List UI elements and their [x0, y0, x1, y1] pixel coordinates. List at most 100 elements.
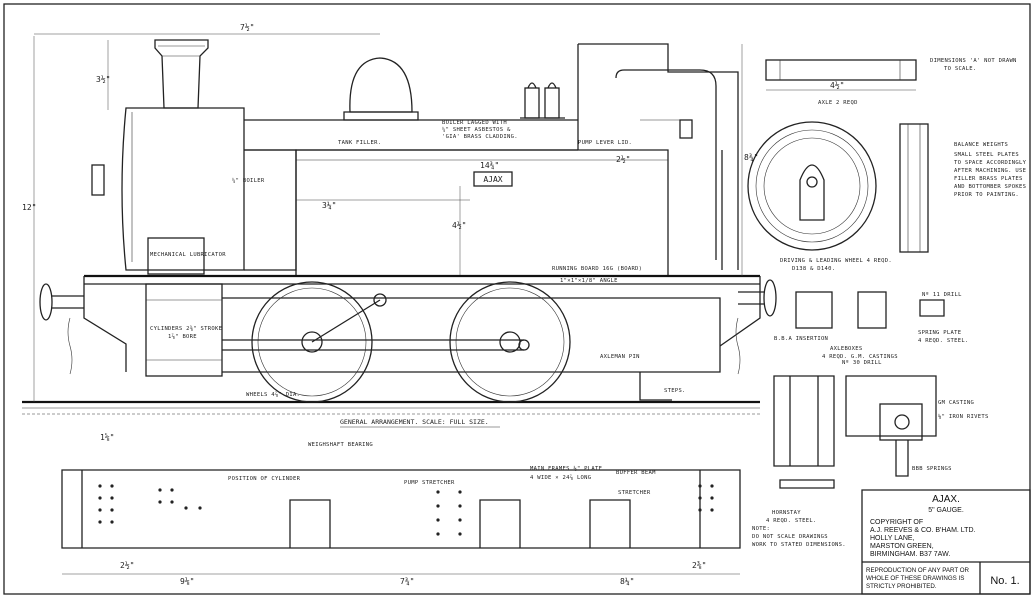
driving-wheel-label-2: D138 & D140.	[792, 266, 835, 272]
title-addr1: HOLLY LANE,	[870, 535, 915, 542]
front-hole-group	[98, 484, 114, 524]
dimensions-note-1: DIMENSIONS 'A' NOT DRAWN	[930, 58, 1017, 64]
dim-total-height: 12"	[22, 203, 36, 212]
iron-rivets-label: ⅛" IRON RIVETS	[938, 413, 989, 420]
axle-detail: 4½" AXLE 2 REQD DIMENSIONS 'A' NOT DRAWN…	[765, 58, 1017, 106]
nameplate-text: AJAX	[483, 175, 502, 184]
stretcher-hole-group	[436, 490, 462, 536]
driving-wheel-rear	[449, 281, 571, 403]
pump-stretcher-label: PUMP STRETCHER	[404, 480, 455, 486]
title-gauge: 5" GAUGE.	[928, 507, 964, 514]
dim-tank-width: 3¼"	[322, 201, 336, 210]
title-addr2: MARSTON GREEN,	[870, 543, 934, 550]
rear-buffer-beam	[719, 276, 777, 375]
dim-frame-end: 1⅝"	[100, 433, 114, 442]
driving-wheel-front	[251, 281, 373, 403]
lubricator-label: MECHANICAL LUBRICATOR	[150, 252, 226, 258]
title-company: A.J. REEVES & CO. B'HAM. LTD.	[870, 527, 976, 534]
chimney	[154, 39, 209, 109]
note-label-3: WORK TO STATED DIMENSIONS.	[752, 542, 846, 548]
steps-label: STEPS.	[664, 388, 686, 394]
dim-cab: 8¾"	[744, 153, 758, 162]
angle-label: 1"×1"×1/8" ANGLE	[560, 278, 618, 284]
spring-plate-label-1: SPRING PLATE	[918, 330, 961, 336]
axleboxes-label-2: 4 REQD. G.M. CASTINGS	[822, 354, 898, 360]
dim-overall-top: 7½"	[240, 22, 254, 32]
smokebox-door-handle	[91, 164, 105, 196]
elevation-labels: BOILER LAGGED WITH ¼" SHEET ASBESTOS & '…	[150, 120, 686, 428]
steps	[639, 372, 672, 401]
pump-lever-lid-label: PUMP LEVER LID.	[578, 140, 632, 146]
cylinder-hole-group	[158, 488, 202, 510]
dim-tank-length: 14¾"	[480, 161, 499, 170]
rear-hole-group	[698, 484, 714, 512]
stretcher-label: STRETCHER	[618, 490, 651, 496]
title-block: AJAX. 5" GAUGE. COPYRIGHT OF A.J. REEVES…	[861, 489, 1031, 595]
title-repro-2: WHOLE OF THESE DRAWINGS IS	[866, 575, 964, 582]
balance-weights-label-3: TO SPACE ACCORDINGLY	[954, 160, 1027, 166]
title-addr3: BIRMINGHAM. B37 7AW.	[870, 551, 950, 558]
general-arrangement-label: GENERAL ARRANGEMENT. SCALE: FULL SIZE.	[340, 418, 489, 426]
front-buffer-beam	[39, 276, 127, 375]
running-board-label: RUNNING BOARD 16G (BOARD)	[552, 266, 642, 272]
balance-weights-label-4: AFTER MACHINING. USE	[954, 168, 1026, 174]
title-name: AJAX.	[932, 494, 960, 505]
buffer-beam-label: BUFFER BEAM	[616, 470, 656, 476]
main-frames-plan: 9⅛" 7¾" 8¼" 2½" 2⅜" 1⅝" WEIGHSHAFT BEARI…	[61, 433, 846, 586]
balance-weights-label-1: BALANCE WEIGHTS	[954, 142, 1008, 148]
dim-bottom-5: 2⅜"	[692, 561, 706, 570]
balance-weights-label-7: PRIOR TO PAINTING.	[954, 192, 1019, 198]
elevation-dimensions: 7½" 12" 3½" 8¾" 14¾" 2½" 4½" 3¼"	[22, 22, 758, 402]
title-repro-3: STRICTLY PROHIBITED.	[866, 583, 937, 590]
drawing-border	[3, 3, 1031, 595]
cylinders-label-1: CYLINDERS 2⅜" STROKE	[150, 325, 222, 332]
axlebox-detail: AXLEBOXES 4 REQD. G.M. CASTINGS SPRING P…	[774, 291, 969, 366]
wheels-label: WHEELS 4⅞" DIA.	[246, 391, 300, 398]
balance-weights-label-2: SMALL STEEL PLATES	[954, 152, 1019, 158]
spring-plate-label-2: 4 REQD. STEEL.	[918, 338, 969, 344]
title-copyright: COPYRIGHT OF	[870, 519, 923, 526]
cylinder	[145, 283, 223, 377]
hornblock-detail: GM CASTING ⅛" IRON RIVETS BBB SPRINGS HO…	[766, 375, 989, 524]
bba-insertion-label: B.B.A INSERTION	[774, 336, 828, 342]
title-sheet-no: No. 1.	[990, 575, 1019, 587]
tank-filler-label: TANK FILLER.	[338, 140, 381, 146]
dome	[349, 57, 413, 113]
dim-bottom-2: 9⅛"	[180, 577, 194, 586]
boiler-lagged-3: 'GIA' BRASS CLADDING.	[442, 134, 518, 140]
balance-weights-label-5: FILLER BRASS PLATES	[954, 176, 1023, 182]
mechanical-lubricator	[147, 237, 205, 275]
axleman-pin-label: AXLEMAN PIN	[600, 354, 640, 360]
dim-bottom-3: 7¾"	[400, 577, 414, 586]
axle-slot-2	[479, 499, 521, 548]
main-frames-label-2: 4 WIDE × 24⅞ LONG	[530, 474, 591, 481]
dim-chimney: 3½"	[96, 74, 110, 84]
axle-slot-3	[589, 499, 631, 548]
drill-11-label: Nº 11 DRILL	[922, 291, 962, 298]
dim-axle-length: 4½"	[830, 80, 844, 90]
dim-tank-offset: 2½"	[616, 154, 630, 164]
main-frames-label-1: MAIN FRAMES ⅛" PLATE	[530, 465, 602, 472]
weighshaft-label: WEIGHSHAFT BEARING	[308, 442, 373, 448]
axle-label: AXLE 2 REQD	[818, 100, 858, 106]
drill-30-label: Nº 30 DRILL	[842, 359, 882, 366]
dimensions-note-2: TO SCALE.	[944, 66, 977, 72]
dim-boiler-height: 4½"	[452, 220, 466, 230]
smokebox	[121, 107, 245, 271]
nameplate	[473, 171, 513, 187]
wheel-detail: DRIVING & LEADING WHEEL 4 REQD. D138 & D…	[747, 121, 1027, 272]
safety-valves	[520, 82, 565, 119]
dim-bottom-4: 8¼"	[620, 577, 634, 586]
springs-label: BBB SPRINGS	[912, 466, 952, 472]
note-label-1: NOTE:	[752, 526, 770, 532]
hornstay-label-2: 4 REQD. STEEL.	[766, 518, 817, 524]
title-repro-1: REPRODUCTION OF ANY PART OR	[866, 567, 970, 574]
note-label-2: DO NOT SCALE DRAWINGS	[752, 534, 828, 540]
balance-weights-label-6: AND BOTTOMBER SPOKES	[954, 184, 1026, 190]
cab	[577, 43, 739, 270]
cylinders-label-2: 1⅞" BORE	[168, 333, 197, 340]
axleboxes-label-1: AXLEBOXES	[830, 346, 863, 352]
boiler-lagged-1: BOILER LAGGED WITH	[442, 120, 507, 126]
boiler-lagged-2: ¼" SHEET ASBESTOS &	[442, 127, 511, 133]
